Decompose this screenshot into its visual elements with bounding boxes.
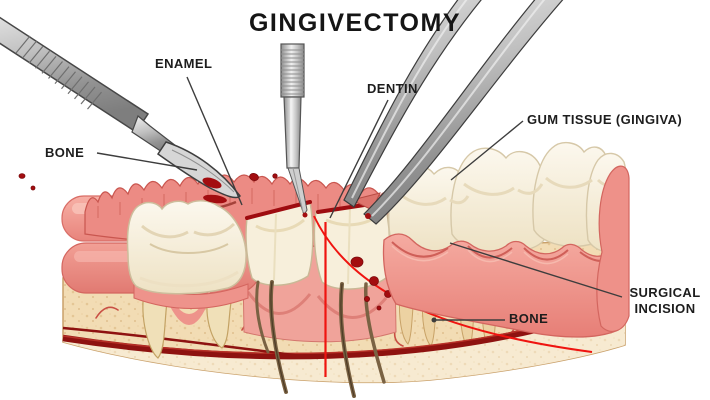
exposed-tooth-roots — [255, 280, 386, 398]
cut-tooth-b — [313, 192, 391, 290]
cut-tooth-a — [245, 200, 314, 286]
label-bone-left: BONE — [45, 145, 85, 160]
label-surgical-incision: SURGICAL INCISION — [629, 285, 701, 317]
label-enamel: ENAMEL — [155, 56, 213, 71]
tweezers-instrument — [343, 0, 564, 225]
right-gingiva — [382, 165, 630, 338]
label-bone-right: BONE — [509, 311, 549, 326]
label-gum-tissue: GUM TISSUE (GINGIVA) — [527, 112, 683, 127]
label-dentin: DENTIN — [367, 81, 418, 96]
scalpel-instrument — [0, 16, 241, 199]
figure-title: GINGIVECTOMY — [248, 9, 461, 37]
left-molar-crown — [126, 194, 247, 295]
chisel-instrument — [280, 43, 308, 218]
label-leader-lines — [96, 76, 623, 323]
left-molar-roots — [133, 283, 249, 359]
